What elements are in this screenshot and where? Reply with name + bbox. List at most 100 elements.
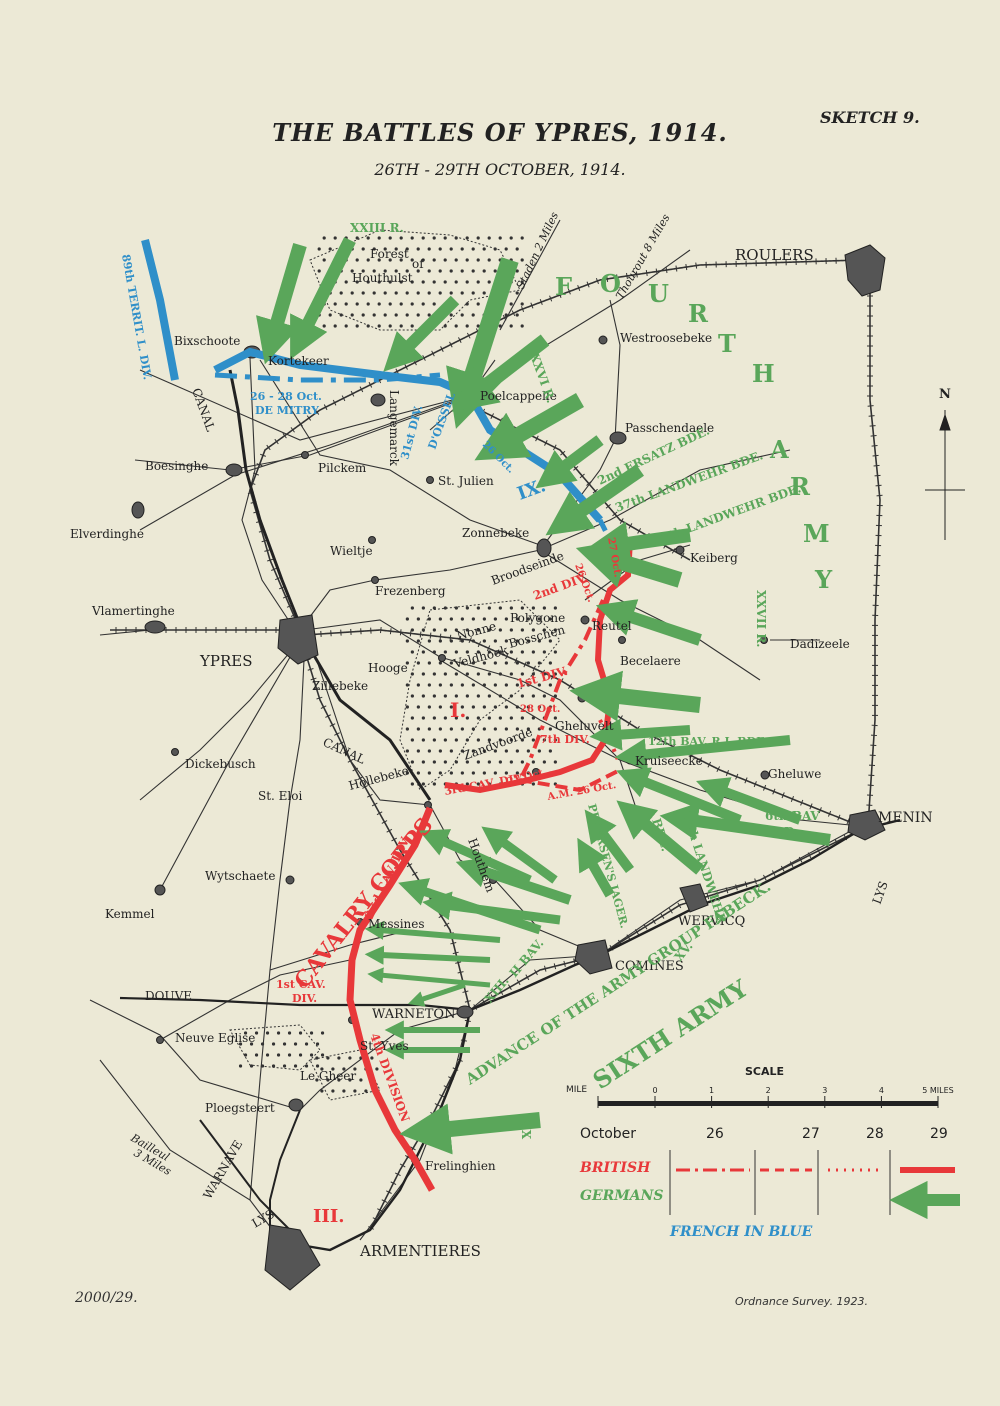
label-bav-12: 12th BAV. R.I. BDE. [648, 735, 768, 748]
legend-day-28: 28 [866, 1126, 884, 1142]
label-wervicq: WERVICQ [678, 914, 745, 929]
german-advance-arrow [422, 891, 561, 925]
label-douve: DOUVE [145, 989, 192, 1003]
label-ix: IX. [515, 475, 549, 505]
german-advance-arrow [595, 599, 702, 646]
label-st-yves: St. Yves [360, 1039, 409, 1053]
label-kortekeer: Kortekeer [268, 354, 329, 368]
label-cav-div-1: 1st CAV. [276, 978, 326, 991]
label-wieltje: Wieltje [330, 544, 373, 558]
label-zandvoorde: Zandvoorde [461, 725, 534, 763]
label-neuve-eglise: Neuve Eglise [175, 1031, 255, 1045]
label-bav-6: 6th BAV [765, 809, 820, 823]
german-advance-arrow [575, 538, 683, 588]
label-of: of [412, 257, 425, 271]
label-armentieres: ARMENTIERES [359, 1242, 481, 1260]
label-canal-south: CANAL [321, 735, 368, 767]
label-31st-div: 31st DIV. [398, 404, 425, 461]
scale-tick-label: 5 MILES [922, 1086, 953, 1095]
label-westroosebeke: Westroosebeke [620, 331, 712, 345]
label-demitry-dates: 26 - 28 Oct. [250, 390, 322, 403]
label-i: I. [450, 698, 466, 722]
label-forest: Forest [370, 247, 409, 261]
german-arrows [256, 237, 831, 1155]
german-advance-arrow [535, 435, 604, 489]
label-st-eloi: St. Eloi [258, 789, 302, 803]
label-fourth-army-10: Y [814, 565, 833, 594]
label-st-julien: St. Julien [438, 474, 494, 488]
place-labels: ROULERS Bixschoote Kortekeer Forest of H… [70, 246, 933, 1260]
legend-day-29: 29 [930, 1126, 948, 1142]
label-fourth-army-4: R [688, 299, 709, 328]
label-messines: Messines [368, 917, 425, 931]
label-terr-div: 89th TERRIT. L. DIV. [119, 253, 154, 380]
label-wytschaete: Wytschaete [205, 869, 275, 883]
german-advance-arrow [367, 967, 491, 988]
label-nonne: Nonne [455, 619, 498, 643]
label-fourth-army-7: A [769, 435, 789, 464]
scale-tick-label: 0 [652, 1086, 657, 1095]
label-houthulst: Houthulst [352, 271, 413, 285]
label-bixschoote: Bixschoote [174, 334, 240, 348]
label-passchendaele: Passchendaele [625, 421, 714, 435]
german-advance-arrow [616, 767, 742, 825]
label-doissel: D'OISSEL [426, 391, 459, 452]
label-le-gheer: Le Gheer [300, 1069, 356, 1083]
label-xix: XIX [519, 1115, 533, 1140]
german-advance-arrow [616, 800, 704, 875]
label-veldhoek: Veldhoek [451, 643, 510, 671]
label-gheluvelt: Gheluvelt [555, 719, 614, 733]
label-div-1: 1st DIV. [515, 664, 569, 691]
label-polygone: Polygone [510, 611, 565, 625]
legend-october: October [580, 1126, 636, 1142]
german-advance-arrow [407, 982, 466, 1007]
label-fourth-army-8: R [790, 472, 811, 501]
label-roulers: ROULERS [735, 246, 814, 264]
legend-day-26: 26 [706, 1126, 724, 1142]
scale-tick-label: 4 [879, 1086, 884, 1095]
sketch-number: SKETCH 9. [820, 108, 920, 127]
label-dadizeele: Dadizeele [790, 637, 850, 651]
label-gheluwe: Gheluwe [768, 767, 821, 781]
label-hooge: Hooge [368, 661, 408, 675]
label-menin: MENIN [878, 810, 933, 826]
label-frelinghien: Frelinghien [425, 1159, 496, 1173]
label-fourth-army-3: U [648, 279, 669, 308]
label-canal-north: CANAL [189, 386, 218, 433]
label-zillebeke: Zillebeke [312, 679, 368, 693]
legend-germans: GERMANS [580, 1188, 664, 1204]
legend-day-27: 27 [802, 1126, 820, 1142]
german-advance-arrow [455, 856, 572, 905]
footer-reference: 2000/29. [75, 1290, 138, 1306]
label-fourth-army-5: T [718, 329, 736, 358]
label-kemmel: Kemmel [105, 907, 155, 921]
german-advance-arrow [474, 393, 584, 461]
legend-french: FRENCH IN BLUE [669, 1224, 813, 1240]
german-advance-arrow [614, 735, 791, 771]
legend-scale-unit: MILE [566, 1085, 587, 1095]
label-cav-div-1b: DIV. [292, 992, 317, 1005]
map-title: THE BATTLES OF YPRES, 1914. [272, 118, 728, 147]
german-advance-arrow [364, 945, 491, 965]
label-dickebusch: Dickebusch [185, 757, 256, 771]
label-elverdinghe: Elverdinghe [70, 527, 144, 541]
label-ploegsteert: Ploegsteert [205, 1101, 275, 1115]
label-boesinghe: Boesinghe [145, 459, 208, 473]
label-bav-6-rd: R.D. [770, 825, 798, 839]
german-advance-arrow [451, 334, 550, 412]
waterways [119, 369, 901, 1252]
map-subtitle: 26TH - 29TH OCTOBER, 1914. [374, 160, 626, 179]
label-becelaere: Becelaere [620, 654, 681, 668]
german-advance-arrow [256, 243, 307, 365]
label-ypres: YPRES [199, 652, 253, 670]
german-advance-arrow [577, 837, 615, 898]
scale-tick-label: 1 [709, 1086, 714, 1095]
label-ii-bav: II BAV. [507, 936, 547, 980]
label-fourth-army-6: H [752, 359, 775, 388]
label-keiberg: Keiberg [690, 551, 738, 565]
scale-tick-label: 3 [822, 1086, 827, 1095]
label-langemarck: Langemarck [387, 390, 401, 467]
label-poelcappelle: Poelcappelle [480, 389, 557, 403]
